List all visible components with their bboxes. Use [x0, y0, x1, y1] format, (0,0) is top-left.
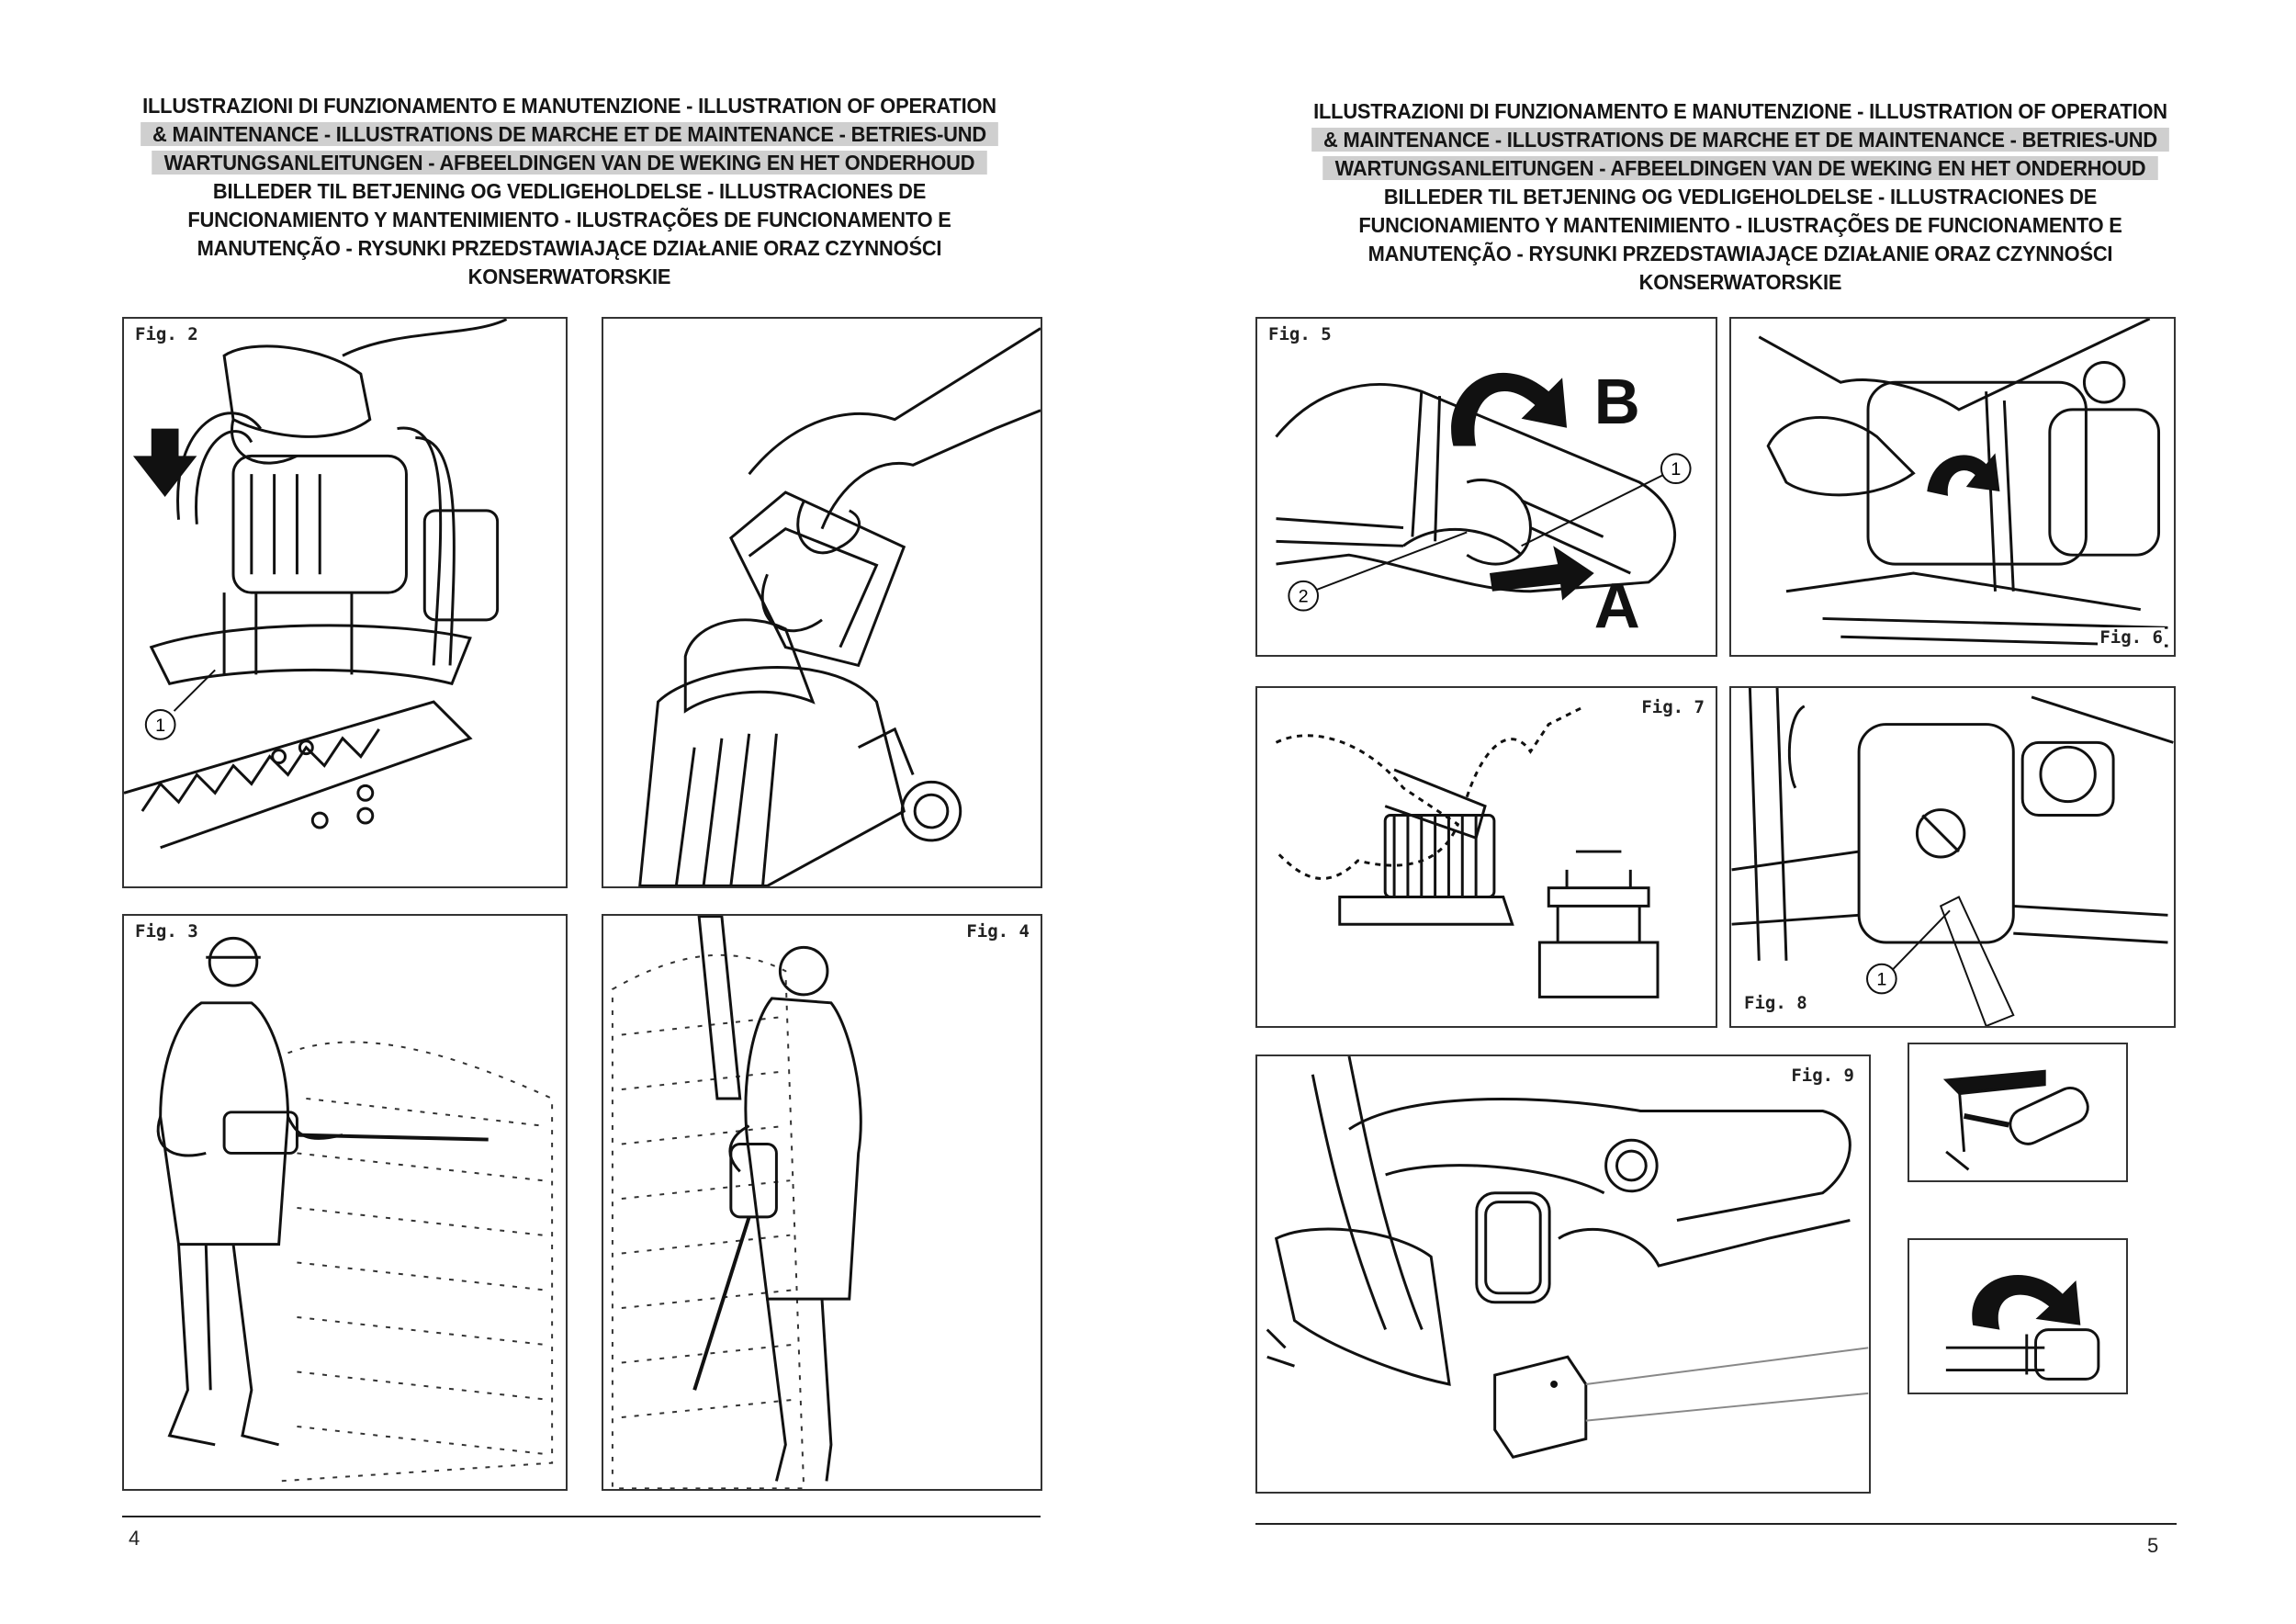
- switch-operation-illustration: B A 1 2: [1275, 366, 1692, 641]
- choke-adjustment-illustration: [1758, 319, 2168, 648]
- operator-trimming-hedge-side-illustration: [156, 936, 554, 1483]
- figure-label: Fig. 2: [133, 324, 200, 344]
- page-number: 5: [2147, 1534, 2159, 1557]
- heading-line: KONSERWATORSKIE: [1638, 270, 1842, 294]
- figure-4: Fig. 4: [602, 914, 1042, 1491]
- figure-label: Fig. 8: [1742, 993, 1809, 1013]
- figure-label: Fig. 4: [964, 921, 1031, 942]
- hand-on-handle-illustration: [638, 327, 1041, 886]
- figure-3: Fig. 3: [122, 914, 568, 1491]
- figure-7: Fig. 7: [1255, 686, 1717, 1028]
- rotate-arrow-icon: [1451, 372, 1594, 601]
- grease-gun-icon: [1942, 1069, 2089, 1171]
- heading-line: BILLEDER TIL BETJENING OG VEDLIGEHOLDELS…: [1383, 185, 2098, 209]
- callout-1: 1: [155, 716, 165, 736]
- footer-rule: [122, 1516, 1041, 1517]
- figure-label: Fig. 3: [133, 921, 200, 942]
- grease-inset: [1908, 1043, 2128, 1182]
- figure-label: Fig. 9: [1789, 1066, 1856, 1086]
- multilingual-heading: ILLUSTRAZIONI DI FUNZIONAMENTO E MANUTEN…: [108, 92, 1030, 291]
- heading-line: FUNCIONAMIENTO Y MANTENIMIENTO - ILUSTRA…: [1358, 213, 2122, 237]
- spark-plug-icon: [1537, 850, 1660, 998]
- figure-label: Fig. 5: [1266, 324, 1334, 344]
- arrow-label-a: A: [1594, 570, 1640, 641]
- air-filter-maintenance-illustration: [1266, 1056, 1869, 1460]
- rotate-arrow-icon: [1927, 453, 2000, 496]
- heading-line: WARTUNGSANLEITUNGEN - AFBEELDINGEN VAN D…: [152, 151, 987, 175]
- heading-line: ILLUSTRAZIONI DI FUNZIONAMENTO E MANUTEN…: [142, 94, 996, 118]
- heading-line: BILLEDER TIL BETJENING OG VEDLIGEHOLDELS…: [212, 179, 927, 203]
- heading-line: & MAINTENANCE - ILLUSTRATIONS DE MARCHE …: [1311, 128, 2169, 152]
- right-page: ILLUSTRAZIONI DI FUNZIONAMENTO E MANUTEN…: [1148, 0, 2296, 1624]
- arrow-label-b: B: [1594, 366, 1640, 437]
- figure-label: Fig. 6: [2098, 627, 2165, 648]
- heading-line: FUNCIONAMIENTO Y MANTENIMIENTO - ILUSTRA…: [187, 208, 951, 231]
- callout-2: 2: [1299, 587, 1309, 607]
- rotate-arrow-icon: [1972, 1275, 2081, 1330]
- figure-5: Fig. 5 B A 1 2: [1255, 317, 1717, 657]
- handle-mounting-illustration: 1: [124, 319, 508, 850]
- callout-1: 1: [1876, 969, 1886, 989]
- heading-line: KONSERWATORSKIE: [467, 265, 671, 288]
- multilingual-heading: ILLUSTRAZIONI DI FUNZIONAMENTO E MANUTEN…: [1279, 97, 2201, 297]
- left-page: ILLUSTRAZIONI DI FUNZIONAMENTO E MANUTEN…: [108, 92, 1042, 1550]
- operator-trimming-hedge-vertical-illustration: [611, 916, 862, 1489]
- figure-label: Fig. 7: [1639, 697, 1706, 717]
- heading-line: & MAINTENANCE - ILLUSTRATIONS DE MARCHE …: [141, 122, 998, 146]
- footer-rule: [1255, 1523, 2177, 1525]
- figure-9: Fig. 9: [1255, 1054, 1871, 1494]
- heading-line: MANUTENÇÃO - RYSUNKI PRZEDSTAWIAJĄCE DZI…: [197, 236, 942, 260]
- figure-8: Fig. 8 1: [1729, 686, 2176, 1028]
- heading-line: WARTUNGSANLEITUNGEN - AFBEELDINGEN VAN D…: [1322, 156, 2158, 180]
- down-arrow-icon: [132, 428, 197, 497]
- rotate-cap-inset: [1908, 1238, 2128, 1394]
- page-number: 4: [129, 1527, 141, 1550]
- figure-6: Fig. 6: [1729, 317, 2176, 657]
- callout-1: 1: [1671, 459, 1681, 479]
- heading-line: ILLUSTRAZIONI DI FUNZIONAMENTO E MANUTEN…: [1313, 99, 2167, 123]
- heading-line: MANUTENÇÃO - RYSUNKI PRZEDSTAWIAJĄCE DZI…: [1367, 242, 2113, 265]
- figure-2-detail: [602, 317, 1042, 888]
- spark-plug-cleaning-illustration: [1275, 705, 1660, 998]
- figure-2: Fig. 2: [122, 317, 568, 888]
- carburetor-adjustment-illustration: 1: [1731, 688, 2174, 1026]
- rotate-cap-illustration: [1945, 1275, 2100, 1381]
